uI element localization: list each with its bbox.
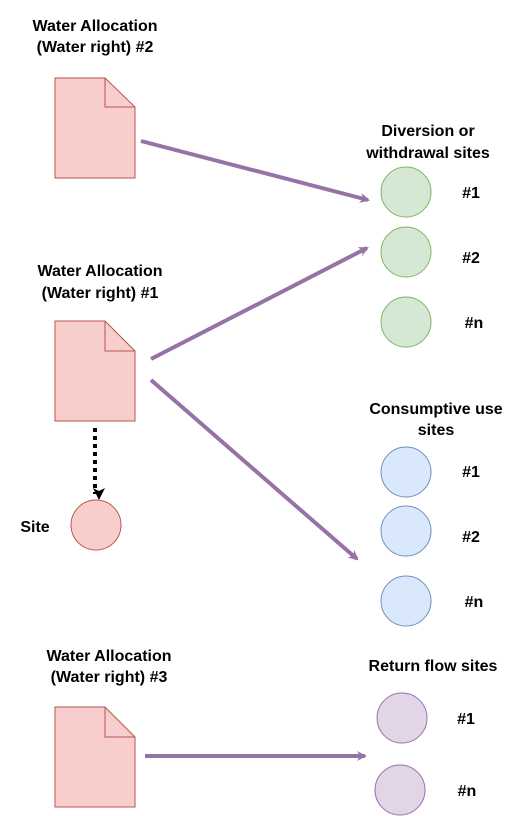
- return-site-1-node[interactable]: [376, 692, 428, 744]
- diversion-site-n-label: #n: [465, 315, 484, 332]
- diversion-site-1-label: #1: [462, 185, 480, 202]
- diversion-site-1-node[interactable]: [380, 166, 432, 218]
- consumptive-site-2-label: #2: [462, 529, 480, 546]
- allocation-3-document-fold: [104, 707, 135, 738]
- consumptive-title-line2: sites: [418, 422, 455, 439]
- allocation-2-title-line2: (Water right) #2: [37, 39, 154, 56]
- diversion-title-line1: Diversion or: [381, 123, 474, 140]
- diversion-site-n-node[interactable]: [380, 296, 432, 348]
- diversion-site-2-label: #2: [462, 250, 480, 267]
- allocation-1-document-fold: [104, 321, 135, 352]
- site-label: Site: [20, 519, 49, 536]
- allocation-1-title-line1: Water Allocation: [37, 263, 162, 280]
- consumptive-site-2-node[interactable]: [380, 505, 432, 557]
- consumptive-site-1-node[interactable]: [380, 446, 432, 498]
- allocation-2-document-fold: [104, 78, 135, 108]
- allocation-1-title-line2: (Water right) #1: [42, 285, 159, 302]
- return-title: Return flow sites: [369, 658, 498, 675]
- allocation-3-title-line2: (Water right) #3: [51, 669, 168, 686]
- allocation-3-title-line1: Water Allocation: [46, 648, 171, 665]
- return-site-n-label: #n: [458, 783, 477, 800]
- diversion-title-line2: withdrawal sites: [365, 145, 490, 162]
- consumptive-title-line1: Consumptive use: [369, 401, 502, 418]
- site-node[interactable]: [70, 499, 122, 551]
- consumptive-site-1-label: #1: [462, 464, 480, 481]
- arrow-allocation-1-to-consumptive-2: [149, 378, 359, 561]
- return-site-1-label: #1: [457, 711, 475, 728]
- arrow-allocation-2-to-diversion-1: [140, 139, 370, 203]
- consumptive-site-n-node[interactable]: [380, 575, 432, 627]
- diversion-site-2-node[interactable]: [380, 226, 432, 278]
- return-site-n-node[interactable]: [374, 764, 426, 816]
- allocation-3-document-icon[interactable]: [54, 706, 136, 808]
- allocation-1-document-icon[interactable]: [54, 320, 136, 422]
- allocation-2-document-icon[interactable]: [54, 77, 136, 179]
- allocation-2-title-line1: Water Allocation: [32, 18, 157, 35]
- arrow-allocation-1-to-diversion-2: [150, 246, 369, 361]
- consumptive-site-n-label: #n: [465, 594, 484, 611]
